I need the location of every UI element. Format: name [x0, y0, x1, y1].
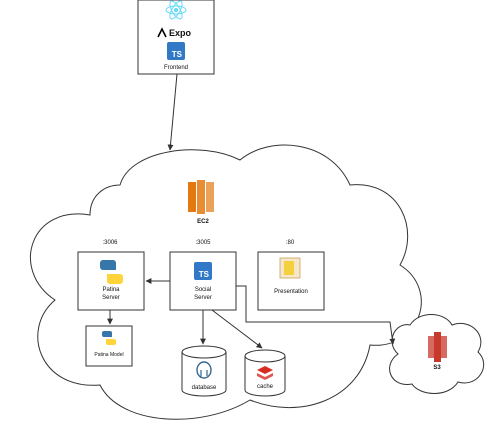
typescript-icon — [167, 42, 185, 60]
s3-label: S3 — [433, 365, 441, 371]
social-server-node: TS Social Server — [169, 251, 237, 311]
typescript-icon — [194, 262, 212, 280]
social-to-s3-arrow — [236, 285, 396, 345]
python-icon — [100, 260, 123, 284]
social-server-label-line2: Server — [194, 295, 212, 301]
ec2-label: EC2 — [197, 219, 209, 225]
patina-server-label-line2: Server — [102, 295, 120, 301]
frontend-to-cloud-arrow — [167, 73, 178, 151]
patina-server-label-line1: Patina — [102, 287, 120, 293]
frontend-label: Frontend — [164, 65, 188, 71]
social-ts-badge-text: TS — [199, 270, 210, 279]
cache-cylinder — [244, 356, 286, 397]
cache-label: cache — [257, 384, 274, 390]
frontend-node: Expo TS Frontend — [137, 0, 215, 75]
port-label-presentation: :80 — [286, 240, 295, 246]
patina-server-node: Patina Server — [77, 251, 145, 311]
port-label-social: :3005 — [195, 240, 211, 246]
python-icon — [102, 331, 116, 345]
patina-model-label: Patina Model — [94, 352, 123, 358]
database-cylinder — [181, 352, 227, 397]
react-icon — [165, 0, 187, 20]
database-node: database — [181, 345, 227, 397]
s3-icon — [428, 332, 447, 362]
postgres-icon — [196, 361, 212, 379]
ec2-icon — [188, 180, 214, 214]
port-label-patina: :3006 — [102, 240, 118, 246]
social-server-box — [169, 251, 237, 311]
presentation-label: Presentation — [274, 289, 308, 295]
cache-node: cache — [244, 349, 286, 397]
expo-icon — [157, 27, 167, 38]
patina-model-node: Patina Model — [85, 325, 133, 367]
typescript-badge-text: TS — [172, 50, 183, 59]
presentation-node: Presentation — [257, 251, 325, 311]
presentation-icon — [279, 257, 301, 279]
social-to-cache-arrow — [211, 309, 263, 349]
database-label: database — [192, 385, 217, 391]
frontend-box — [137, 0, 215, 75]
redis-icon — [257, 366, 273, 380]
social-server-label-line1: Social — [195, 287, 211, 293]
expo-label: Expo — [169, 28, 192, 38]
